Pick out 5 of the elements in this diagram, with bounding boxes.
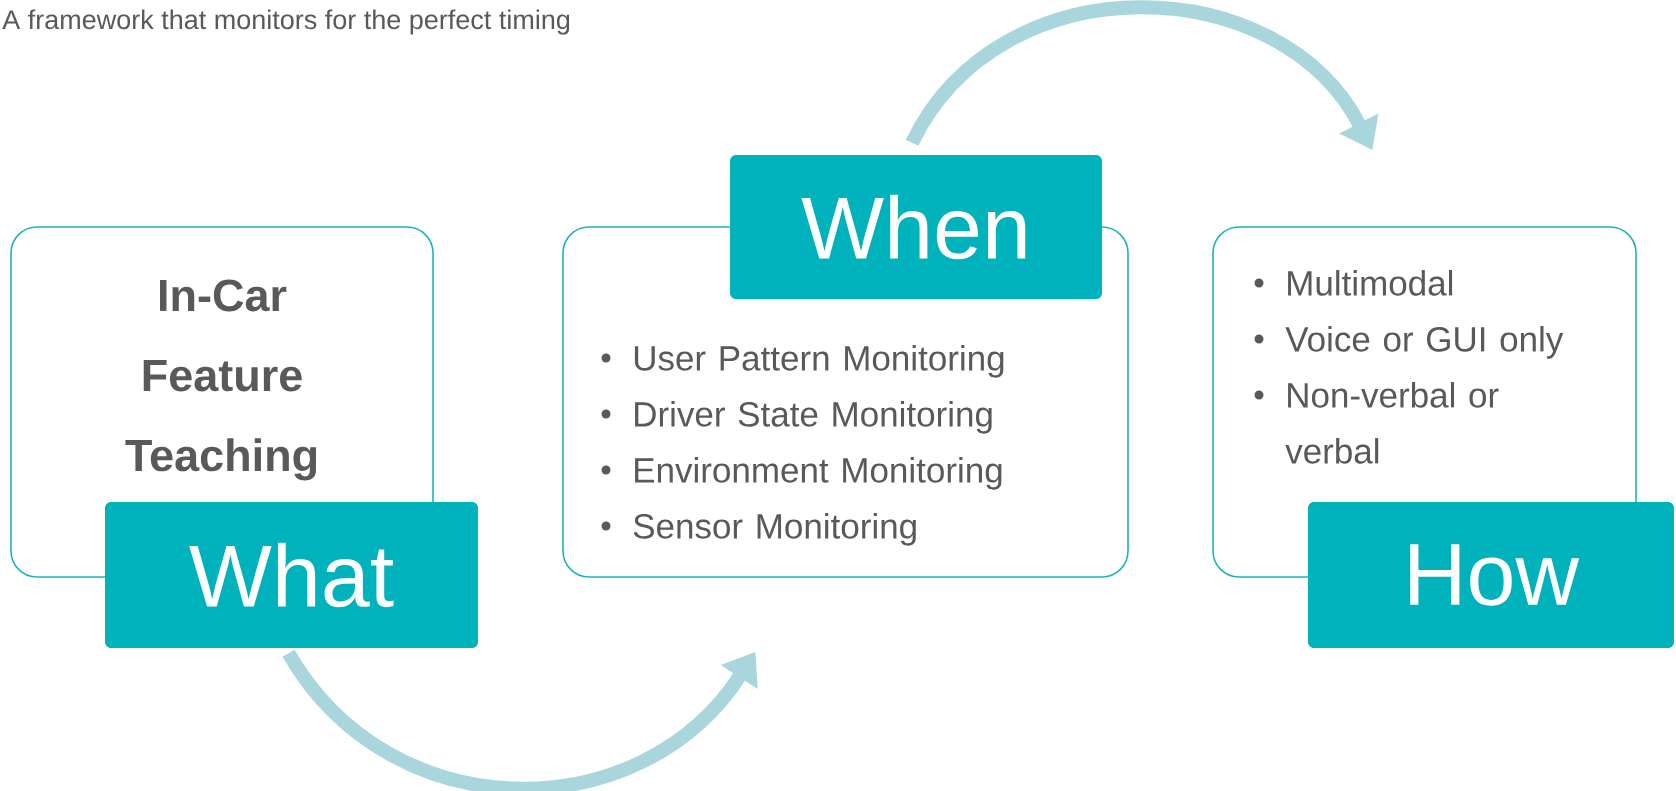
title: A framework that monitors for the perfect timing — [2, 9, 570, 35]
label-tab: When — [730, 155, 1102, 299]
label-tab: What — [105, 502, 478, 648]
curved-arrow — [282, 649, 758, 791]
label-tab: How — [1308, 502, 1674, 648]
